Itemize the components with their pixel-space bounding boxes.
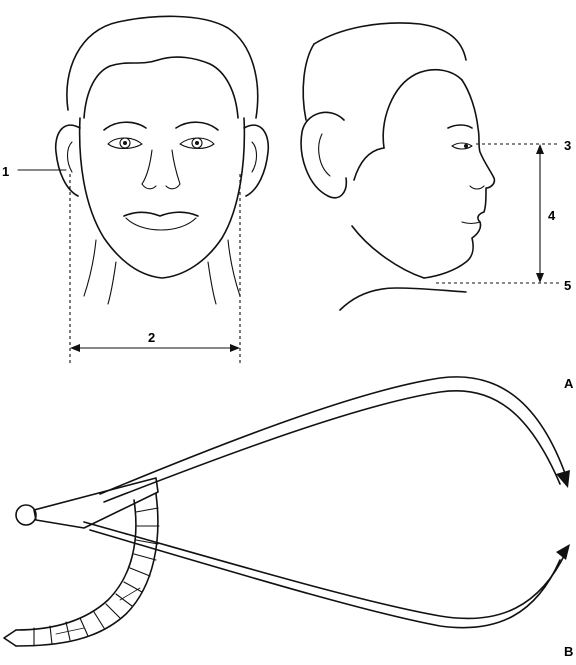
callout-2: 2 <box>148 330 155 345</box>
panel-label-b: B <box>564 644 573 659</box>
callout-5: 5 <box>564 278 571 293</box>
panel-label-a: A <box>564 376 574 391</box>
face-height-measure <box>436 144 560 283</box>
callout-1: 1 <box>2 164 9 179</box>
profile-face-drawing <box>301 23 494 310</box>
caliper-drawing <box>4 377 570 646</box>
front-face-drawing <box>56 16 269 304</box>
callout-4: 4 <box>548 208 556 223</box>
callout-3: 3 <box>564 138 571 153</box>
bizygomatic-width-measure <box>18 170 240 366</box>
